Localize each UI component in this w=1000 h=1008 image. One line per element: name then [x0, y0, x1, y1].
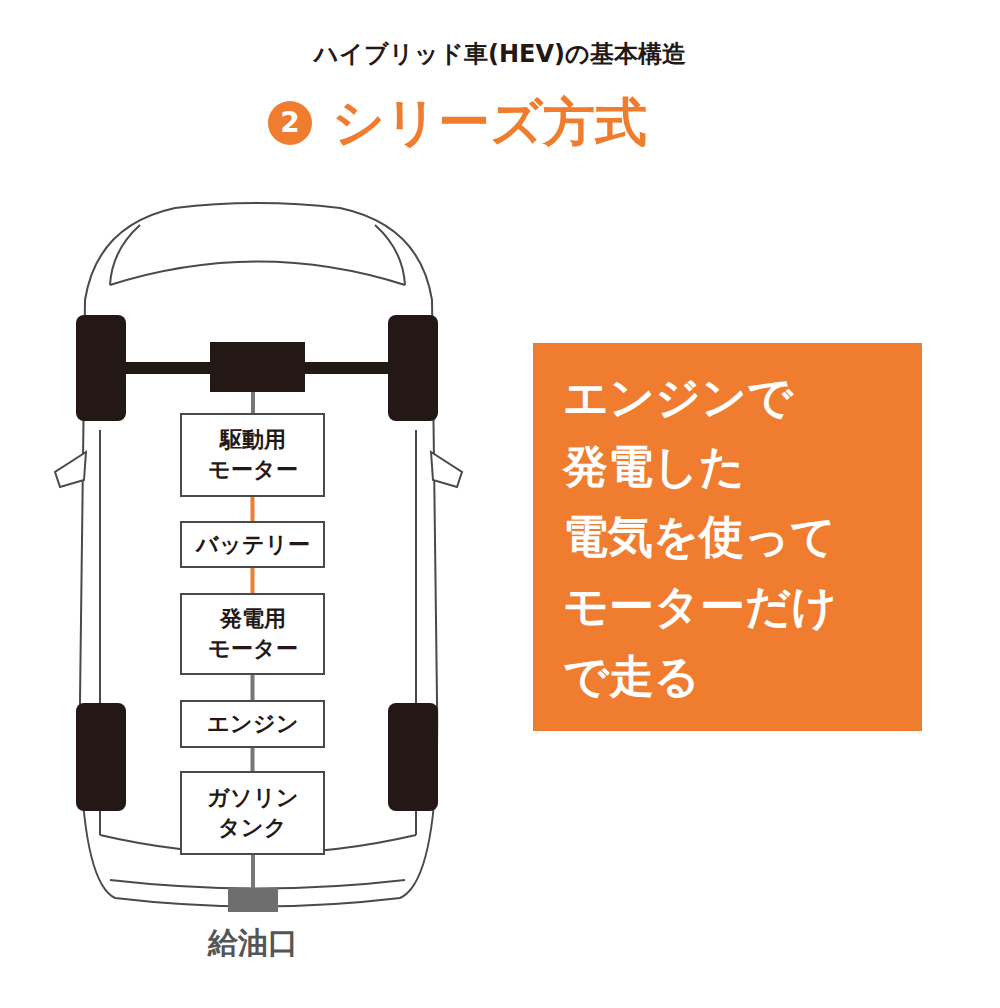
right-mirror	[431, 452, 462, 487]
car-body	[80, 203, 437, 907]
title: ハイブリッド車(HEV)の基本構造	[0, 38, 1000, 70]
number-circle: 2	[268, 101, 312, 145]
left-mirror	[55, 452, 86, 487]
box-label: ガソリン タンク	[190, 783, 315, 842]
box-label: バッテリー	[196, 530, 310, 560]
wheel	[388, 315, 438, 421]
box-label: エンジン	[207, 709, 299, 739]
component-box: 発電用 モーター	[180, 593, 325, 675]
fuel-cap	[228, 888, 278, 912]
connector	[251, 568, 255, 593]
fuel-pipe	[251, 855, 255, 888]
connector	[251, 497, 255, 521]
connector	[251, 748, 255, 771]
connector	[251, 675, 255, 700]
rear-bumper	[110, 880, 405, 889]
callout-number: 2	[280, 109, 299, 137]
component-box: バッテリー	[180, 521, 325, 568]
front-curve-right	[375, 225, 405, 285]
wheel	[76, 315, 126, 421]
box-label: 駆動用 モーター	[190, 425, 315, 484]
front-curve-left	[110, 225, 140, 285]
hood-line	[110, 262, 405, 286]
callout-text: エンジンで 発電した 電気を使って モーターだけ で走る	[563, 363, 892, 712]
component-box: ガソリン タンク	[180, 771, 325, 855]
heading: シリーズ方式	[332, 88, 647, 158]
wheel	[76, 703, 126, 811]
component-box: エンジン	[180, 700, 325, 748]
drive-shaft	[251, 392, 255, 413]
callout-panel: エンジンで 発電した 電気を使って モーターだけ で走る	[533, 343, 922, 732]
front-unit	[210, 342, 305, 392]
component-box: 駆動用 モーター	[180, 413, 325, 497]
part-label: 給油口	[208, 923, 298, 964]
circle-fill	[268, 101, 312, 145]
wheel	[388, 703, 438, 811]
box-label: 発電用 モーター	[190, 604, 315, 663]
